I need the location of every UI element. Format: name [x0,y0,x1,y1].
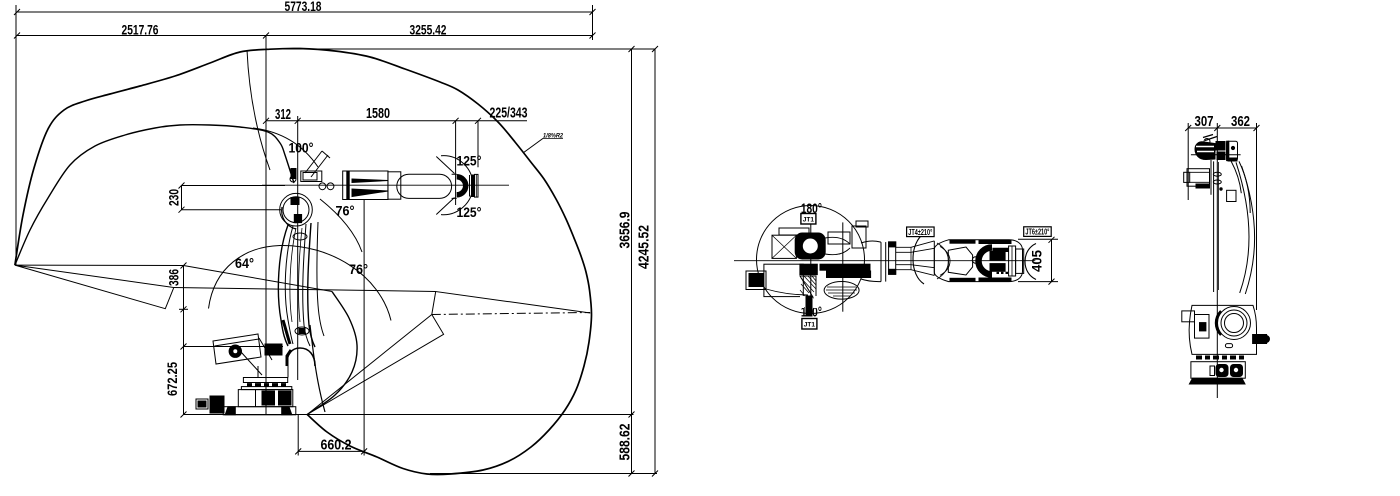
svg-text:672.25: 672.25 [164,362,180,396]
svg-text:225/343: 225/343 [490,105,528,122]
svg-text:1580: 1580 [366,105,390,122]
svg-text:64°: 64° [235,256,254,271]
svg-text:76°: 76° [336,204,355,219]
svg-text:180°: 180° [801,200,822,216]
svg-text:1/8%R2: 1/8%R2 [543,133,563,140]
svg-text:3255.42: 3255.42 [410,22,447,37]
svg-text:386: 386 [166,269,182,286]
svg-text:405: 405 [1029,250,1045,272]
svg-text:2517.76: 2517.76 [122,22,159,37]
svg-text:4245.52: 4245.52 [636,225,653,269]
svg-text:100°: 100° [289,141,314,156]
svg-text:125°: 125° [457,205,482,220]
svg-text:JT4±210°: JT4±210° [908,228,932,237]
svg-text:5773.18: 5773.18 [285,0,322,14]
svg-text:JT6±210°: JT6±210° [1025,228,1049,237]
svg-text:230: 230 [166,189,182,206]
svg-text:307: 307 [1195,113,1214,130]
svg-text:125°: 125° [457,154,482,169]
svg-text:660.2: 660.2 [321,436,352,453]
svg-text:3656.9: 3656.9 [617,212,634,249]
svg-text:JT1: JT1 [804,322,816,329]
svg-text:JT1: JT1 [803,217,815,224]
svg-text:362: 362 [1231,113,1250,130]
svg-text:588.62: 588.62 [617,424,634,461]
svg-text:312: 312 [275,106,291,123]
svg-text:76°: 76° [349,262,368,277]
